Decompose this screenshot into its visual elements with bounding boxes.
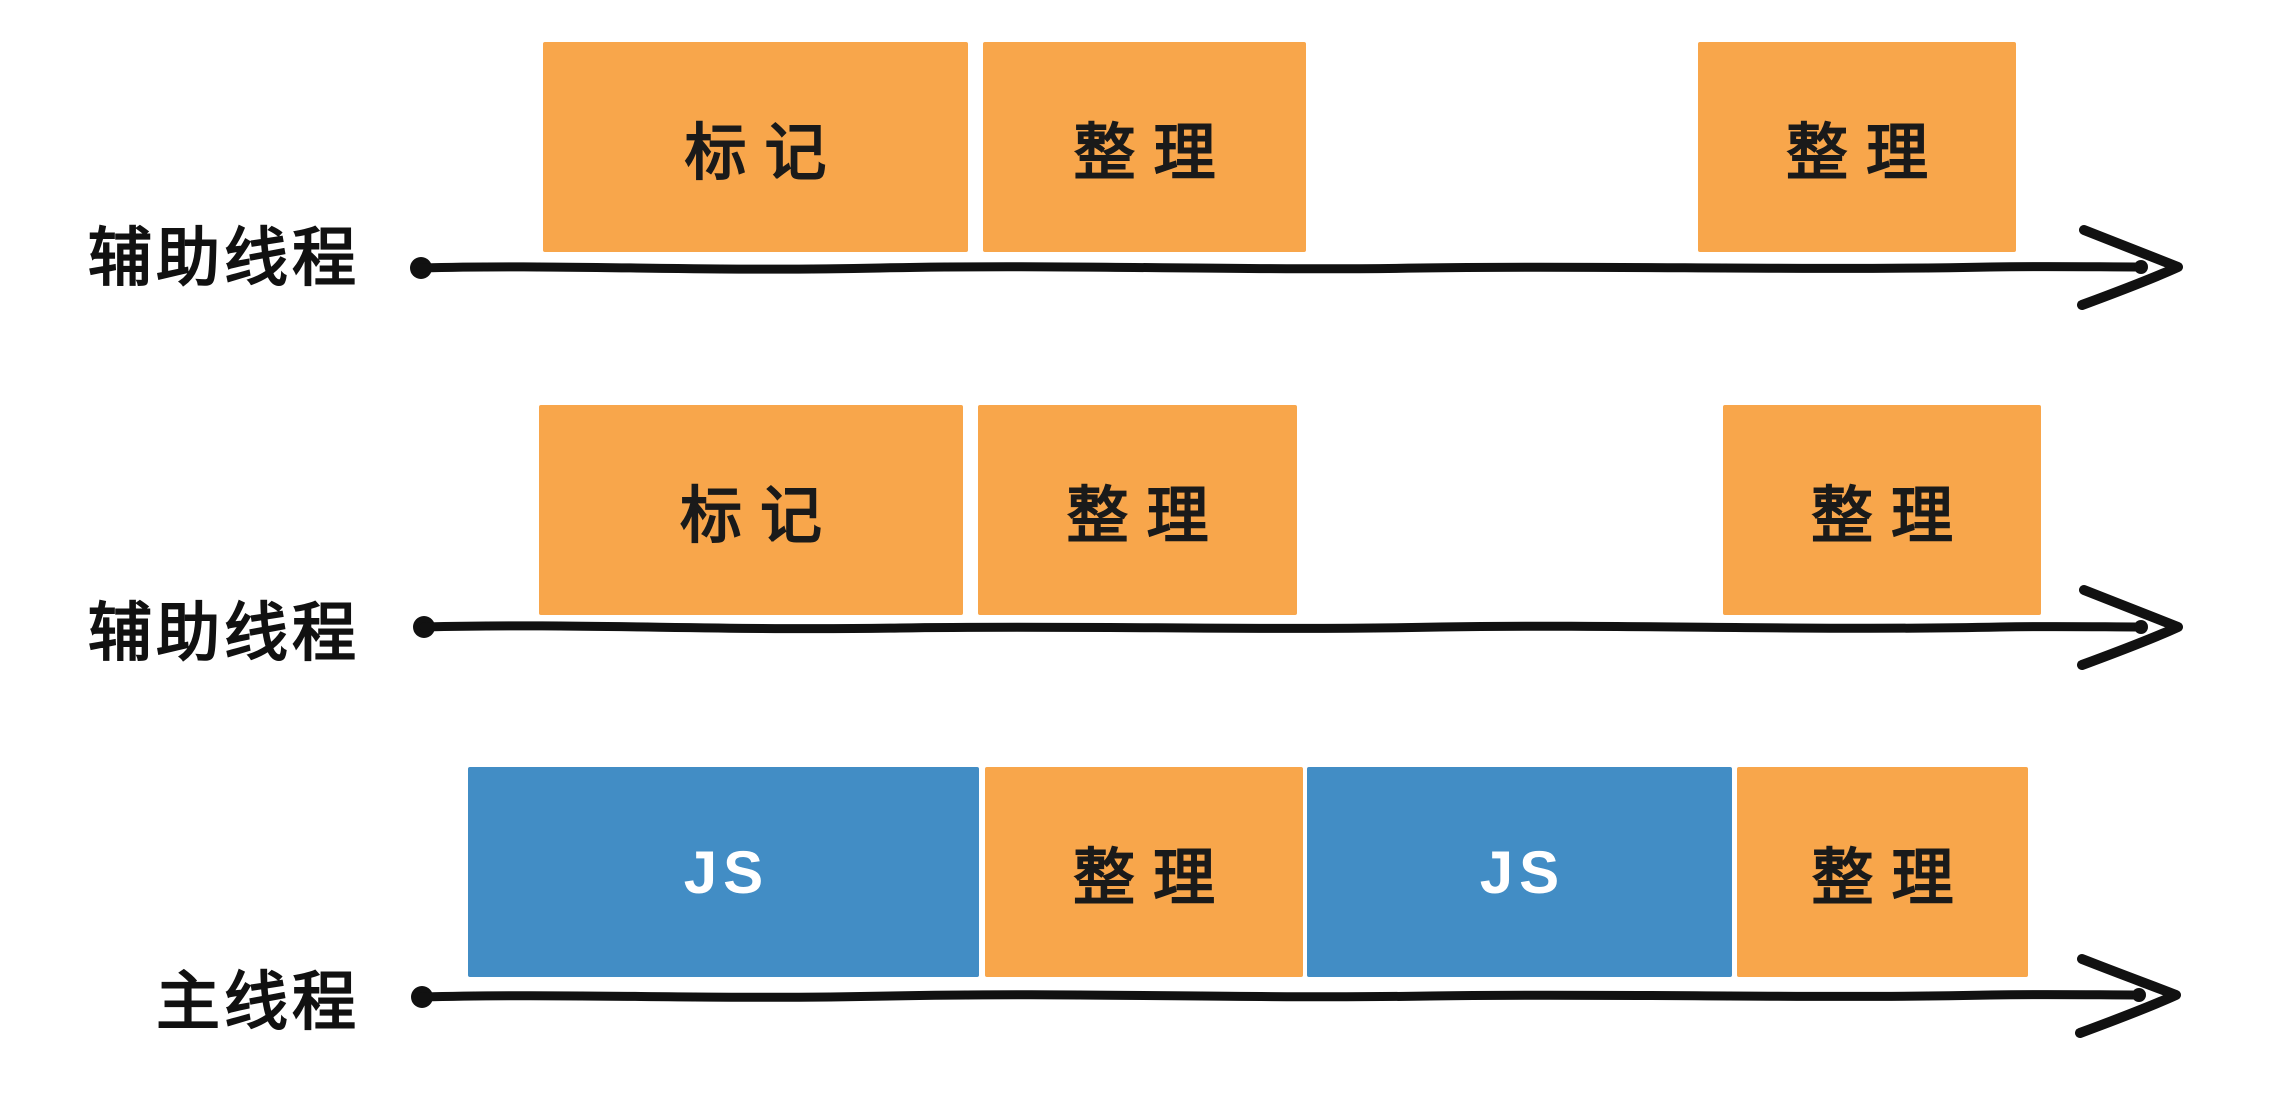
task-box-label: 整理 <box>1811 844 1972 913</box>
task-box-label: 整理 <box>1066 482 1227 551</box>
arrowhead-icon <box>2077 225 2183 310</box>
timeline-arrow <box>413 585 2183 670</box>
timeline-start-dot <box>411 986 433 1008</box>
task-box-compact: 整理 <box>978 405 1297 615</box>
task-box-compact: 整理 <box>1723 405 2041 615</box>
task-box-label: 整理 <box>1810 482 1971 551</box>
task-box-compact: 整理 <box>1737 767 2028 977</box>
timeline-line <box>417 990 2143 1002</box>
task-box-mark: 标记 <box>539 405 963 615</box>
arrowhead-icon <box>2075 954 2181 1038</box>
task-box-label: 整理 <box>1072 844 1233 913</box>
task-box-label: 标记 <box>679 482 840 551</box>
timeline-end-dot <box>2134 620 2148 634</box>
task-box-js: JS <box>468 767 979 977</box>
timeline-arrow <box>411 954 2181 1038</box>
timeline-line <box>416 262 2145 274</box>
task-box-label: 标记 <box>684 119 845 188</box>
task-box-compact: 整理 <box>1698 42 2016 252</box>
task-box-label: 整理 <box>1785 119 1946 188</box>
task-box-label: JS <box>1479 838 1566 906</box>
timeline-end-dot <box>2134 260 2148 274</box>
task-box-mark: 标记 <box>543 42 968 252</box>
task-box-label: 整理 <box>1073 119 1234 188</box>
timeline-arrow <box>410 225 2183 310</box>
timeline-end-dot <box>2132 988 2146 1002</box>
timeline-line <box>419 621 2145 634</box>
timeline-start-dot <box>413 616 435 638</box>
task-box-js: JS <box>1307 767 1732 977</box>
arrowhead-icon <box>2077 585 2183 670</box>
task-box-compact: 整理 <box>983 42 1306 252</box>
thread-label: 辅助线程 <box>88 597 360 669</box>
thread-label: 辅助线程 <box>88 222 360 294</box>
task-box-compact: 整理 <box>985 767 1303 977</box>
thread-label: 主线程 <box>156 966 360 1038</box>
timeline-start-dot <box>410 257 432 279</box>
task-box-label: JS <box>683 838 770 906</box>
